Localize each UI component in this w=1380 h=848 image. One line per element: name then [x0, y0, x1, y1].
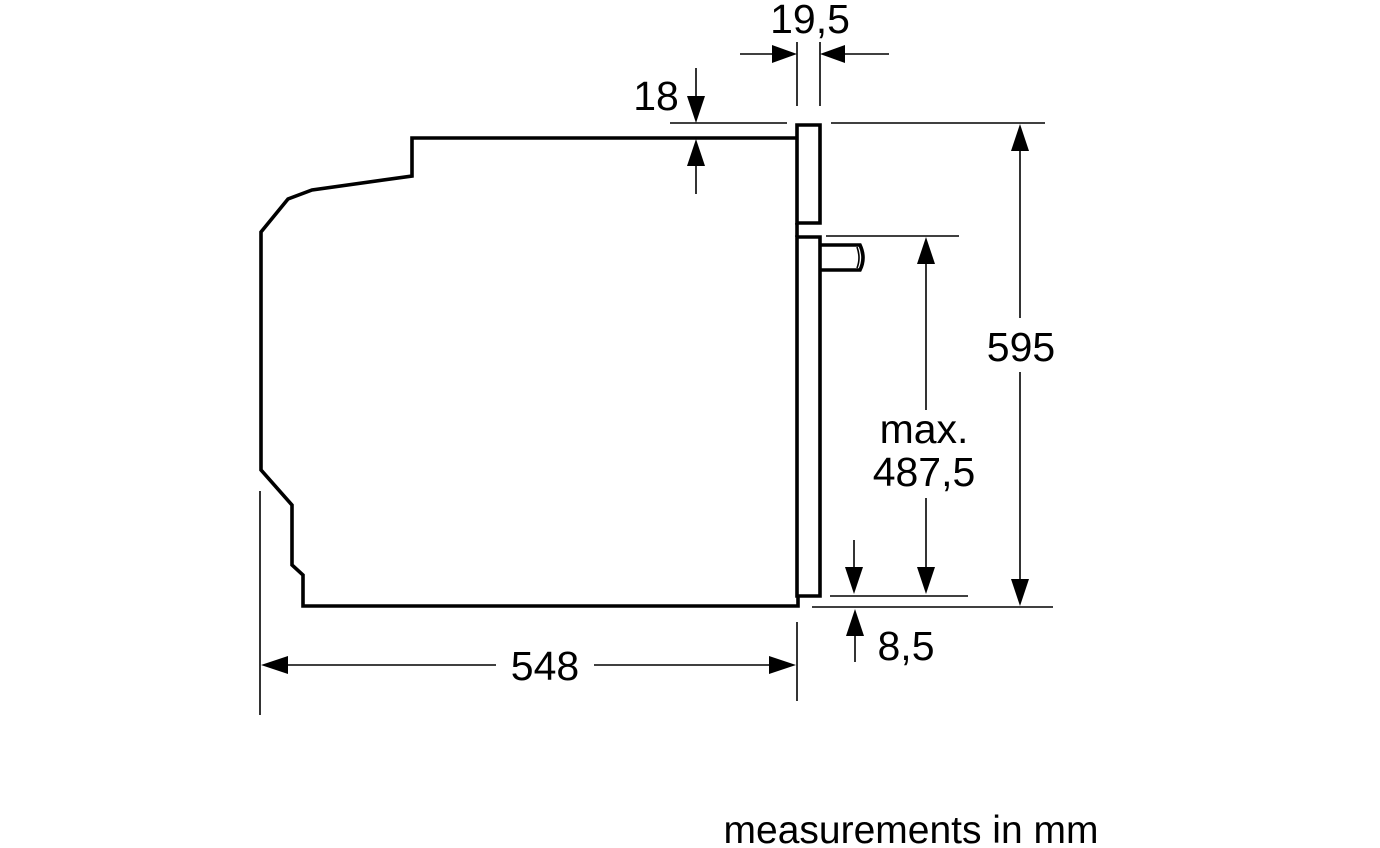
units-caption: measurements in mm — [724, 809, 1099, 848]
front-thickness-arrow-right — [820, 45, 845, 63]
total-height-arrow-up — [1011, 124, 1029, 151]
max-height-prefix: max. — [880, 406, 969, 452]
depth-arrow-right — [769, 656, 796, 674]
max-height-arrow-up — [917, 237, 935, 264]
max-height-arrow-down — [917, 567, 935, 594]
front-thickness-label: 19,5 — [770, 0, 850, 42]
top-offset-arrow-down — [687, 96, 705, 123]
max-height-value: 487,5 — [873, 449, 976, 495]
appliance-body-outline — [259, 136, 800, 608]
door-handle — [820, 243, 865, 272]
total-height-arrow-down — [1011, 579, 1029, 606]
front-panel-door — [795, 235, 822, 598]
bottom-offset-arrow-down — [845, 567, 863, 594]
total-height-label: 595 — [987, 324, 1055, 370]
front-thickness-arrow-left — [772, 45, 797, 63]
top-offset-arrow-up — [687, 139, 705, 166]
door-handle-detail — [856, 246, 860, 269]
depth-label: 548 — [511, 643, 579, 689]
bottom-offset-label: 8,5 — [878, 623, 935, 669]
top-offset-label: 18 — [633, 73, 679, 119]
depth-arrow-left — [261, 656, 288, 674]
front-panel-upper — [795, 123, 822, 225]
bottom-offset-arrow-up — [846, 609, 864, 636]
